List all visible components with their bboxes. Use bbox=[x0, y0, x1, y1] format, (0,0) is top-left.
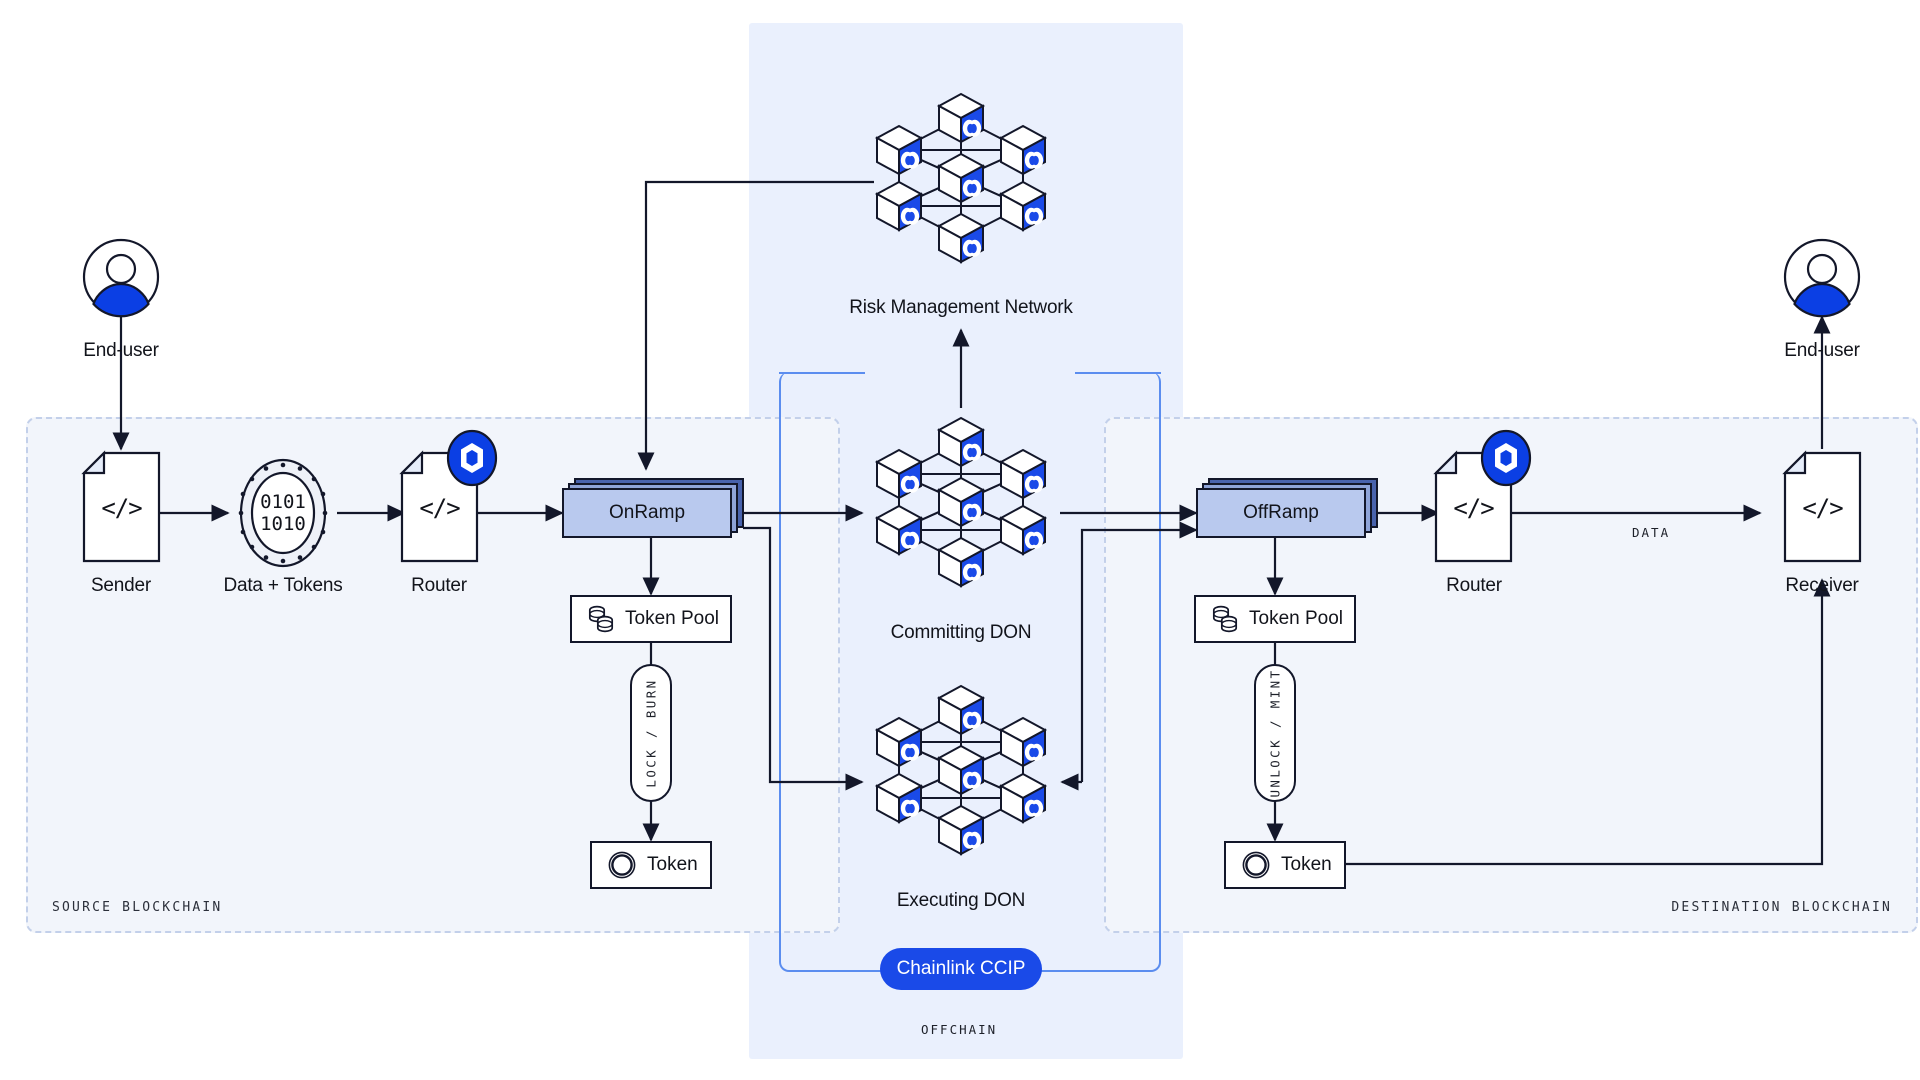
data-capsule-icon bbox=[238, 458, 328, 568]
don-network-icon bbox=[874, 416, 1048, 588]
chainlink-hex-icon bbox=[1480, 429, 1532, 487]
don-network-icon bbox=[874, 684, 1048, 856]
chainlink-ccip-label: Chainlink CCIP bbox=[896, 958, 1026, 979]
source-blockchain-tag: SOURCE BLOCKCHAIN bbox=[52, 900, 223, 915]
risk-management-network-node[interactable] bbox=[861, 78, 1061, 278]
receiver-label: Receiver bbox=[1785, 575, 1859, 596]
destination-blockchain-tag: DESTINATION BLOCKCHAIN bbox=[1671, 900, 1892, 915]
dest-token-label: Token bbox=[1281, 854, 1332, 875]
executing-don-label: Executing DON bbox=[896, 890, 1026, 911]
offramp-node[interactable]: OffRamp bbox=[1196, 478, 1378, 540]
code-document-icon bbox=[1782, 450, 1862, 563]
risk-management-network-label: Risk Management Network bbox=[849, 297, 1073, 318]
source-router-node[interactable]: </> bbox=[399, 429, 498, 563]
dest-end-user-label: End-user bbox=[1784, 340, 1860, 361]
coin-stack-icon bbox=[588, 605, 614, 633]
edge-token-receiver bbox=[1346, 578, 1831, 866]
source-token-pool-label: Token Pool bbox=[625, 608, 720, 629]
unlock-mint-pill: UNLOCK / MINT bbox=[1254, 664, 1296, 802]
user-avatar-icon bbox=[82, 238, 160, 318]
dest-router-label: Router bbox=[1446, 575, 1502, 596]
dest-token-node[interactable]: Token bbox=[1224, 841, 1346, 889]
executing-don-node[interactable] bbox=[861, 670, 1061, 870]
dest-end-user[interactable] bbox=[1783, 238, 1861, 318]
source-token-node[interactable]: Token bbox=[590, 841, 712, 889]
onramp-label: OnRamp bbox=[608, 502, 686, 523]
source-router-label: Router bbox=[411, 575, 467, 596]
code-document-icon bbox=[81, 450, 161, 563]
receiver-node[interactable]: </> bbox=[1782, 450, 1862, 563]
dest-router-code-glyph: </> bbox=[1453, 494, 1494, 522]
data-tokens-node[interactable]: 0101 1010 bbox=[228, 458, 338, 568]
chainlink-hex-icon bbox=[446, 429, 498, 487]
edge-executing-offramp bbox=[1080, 521, 1198, 782]
data-edge-label: DATA bbox=[1632, 525, 1671, 540]
committing-don-node[interactable] bbox=[861, 402, 1061, 602]
sender-node[interactable]: </> bbox=[81, 450, 161, 563]
edge-onramp-executing bbox=[743, 526, 864, 791]
onramp-layer-front bbox=[562, 488, 732, 538]
onramp-node[interactable]: OnRamp bbox=[562, 478, 744, 540]
token-ring-icon bbox=[608, 851, 636, 879]
sender-code-glyph: </> bbox=[101, 494, 142, 522]
source-token-pool-node[interactable]: Token Pool bbox=[570, 595, 732, 643]
edge-rmn-onramp bbox=[637, 180, 874, 471]
source-end-user[interactable] bbox=[82, 238, 160, 318]
don-network-icon bbox=[874, 92, 1048, 264]
committing-don-label: Committing DON bbox=[890, 622, 1032, 643]
chainlink-ccip-chip[interactable]: Chainlink CCIP bbox=[880, 948, 1042, 990]
token-ring-icon bbox=[1242, 851, 1270, 879]
data-tokens-label: Data + Tokens bbox=[223, 575, 343, 596]
ccip-boundary-top-right bbox=[1075, 372, 1161, 374]
data-tokens-bits-line2: 1010 bbox=[260, 513, 306, 535]
receiver-code-glyph: </> bbox=[1802, 494, 1843, 522]
offramp-label: OffRamp bbox=[1243, 502, 1319, 523]
source-router-code-glyph: </> bbox=[419, 494, 460, 522]
coin-stack-icon bbox=[1212, 605, 1238, 633]
offramp-layer-front bbox=[1196, 488, 1366, 538]
user-avatar-icon bbox=[1783, 238, 1861, 318]
source-token-label: Token bbox=[647, 854, 698, 875]
data-tokens-bits-line1: 0101 bbox=[260, 491, 306, 513]
lock-burn-pill: LOCK / BURN bbox=[630, 664, 672, 802]
unlock-mint-label: UNLOCK / MINT bbox=[1267, 668, 1283, 798]
dest-router-node[interactable]: </> bbox=[1433, 429, 1532, 563]
dest-token-pool-label: Token Pool bbox=[1249, 608, 1344, 629]
lock-burn-label: LOCK / BURN bbox=[643, 678, 659, 788]
dest-token-pool-node[interactable]: Token Pool bbox=[1194, 595, 1356, 643]
offchain-tag: OFFCHAIN bbox=[921, 1022, 998, 1037]
ccip-boundary-top-left bbox=[779, 372, 865, 374]
source-end-user-label: End-user bbox=[83, 340, 159, 361]
sender-label: Sender bbox=[90, 575, 152, 596]
